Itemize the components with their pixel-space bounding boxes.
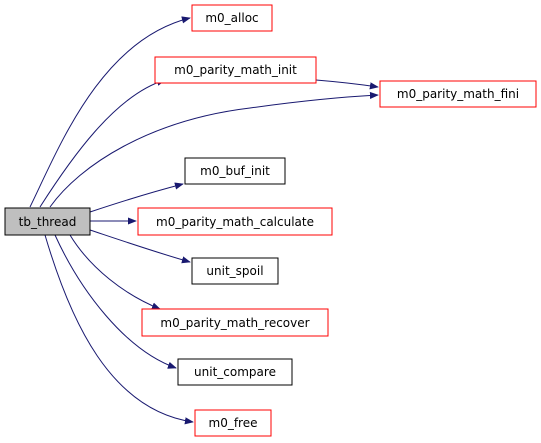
edge-tb_thread-unit_spoil xyxy=(89,229,191,264)
edge-tb_thread-m0_buf_init xyxy=(89,182,184,213)
node-label-unit_spoil: unit_spoil xyxy=(206,264,263,278)
node-label-m0_free: m0_free xyxy=(209,416,258,430)
node-m0_free[interactable]: m0_free xyxy=(194,409,272,437)
node-tb_thread[interactable]: tb_thread xyxy=(4,207,91,236)
node-m0_parity_math_fini[interactable]: m0_parity_math_fini xyxy=(379,80,537,108)
node-m0_alloc[interactable]: m0_alloc xyxy=(191,4,273,32)
edge-tb_thread-unit_compare xyxy=(54,234,177,369)
edge-tb_thread-m0_free xyxy=(44,234,194,425)
node-unit_spoil[interactable]: unit_spoil xyxy=(191,257,279,285)
edge-tb_thread-m0_parity_math_fini xyxy=(49,91,379,208)
node-m0_parity_math_init[interactable]: m0_parity_math_init xyxy=(154,56,317,84)
node-label-m0_parity_math_fini: m0_parity_math_fini xyxy=(397,87,519,101)
node-label-unit_compare: unit_compare xyxy=(194,365,276,379)
edge-tb_thread-m0_parity_math_init xyxy=(39,78,166,208)
edge-m0_parity_math_init-m0_parity_math_fini xyxy=(315,79,379,90)
node-label-m0_buf_init: m0_buf_init xyxy=(200,164,270,178)
node-m0_parity_math_calculate[interactable]: m0_parity_math_calculate xyxy=(137,207,333,236)
node-label-m0_alloc: m0_alloc xyxy=(205,11,258,25)
node-m0_buf_init[interactable]: m0_buf_init xyxy=(184,157,286,185)
edges xyxy=(29,16,379,425)
edge-tb_thread-m0_alloc xyxy=(29,16,191,208)
node-label-tb_thread: tb_thread xyxy=(19,215,77,229)
edge-tb_thread-m0_parity_math_recover xyxy=(69,234,161,310)
node-label-m0_parity_math_calculate: m0_parity_math_calculate xyxy=(156,215,314,229)
node-unit_compare[interactable]: unit_compare xyxy=(177,358,293,386)
node-label-m0_parity_math_recover: m0_parity_math_recover xyxy=(160,316,309,330)
node-m0_parity_math_recover[interactable]: m0_parity_math_recover xyxy=(141,308,329,337)
node-label-m0_parity_math_init: m0_parity_math_init xyxy=(174,63,297,77)
